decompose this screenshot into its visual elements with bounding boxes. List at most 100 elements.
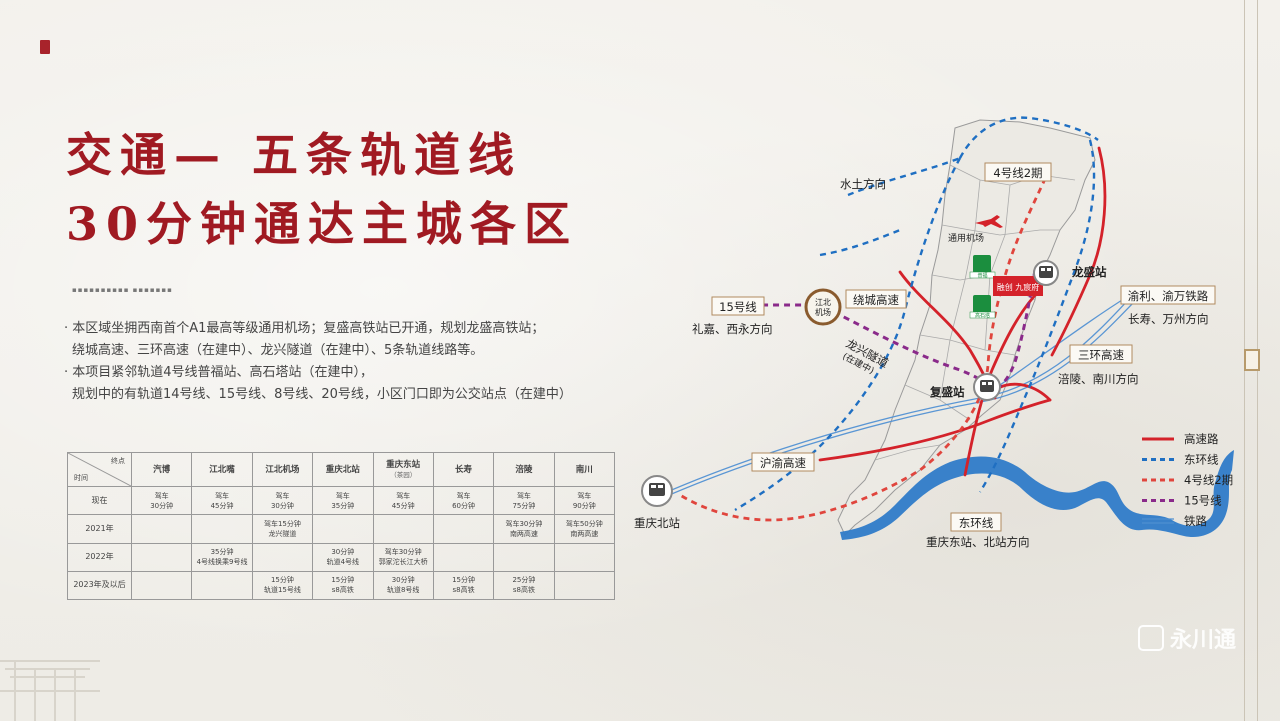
table-cell: 驾车50分钟南两高速 [553, 514, 616, 544]
legend-label: 4号线2期 [1184, 473, 1233, 487]
watermark-text: 永川通 [1169, 628, 1236, 653]
table-cell-line: 15分钟 [331, 576, 355, 585]
table-cell [130, 514, 193, 544]
table-cell [553, 570, 616, 601]
label-box-third-ring: 三环高速 [1069, 344, 1133, 364]
table-cell-line: 30分钟 [150, 501, 174, 510]
label-box-huyu: 沪渝高速 [751, 452, 815, 472]
legend-item: 4号线2期 [1142, 473, 1233, 487]
label-box-ring-expressway: 绕城高速 [845, 289, 907, 309]
table-row-label: 2023年及以后 [67, 570, 132, 601]
fusheng-station-label: 复盛站 [929, 385, 965, 399]
longsheng-station-label: 龙盛站 [1071, 265, 1107, 279]
table-cell-line: 驾车30分钟 [384, 548, 422, 557]
legend-item: 铁路 [1142, 514, 1207, 528]
table-cell [432, 542, 495, 572]
table-header-cell: 长寿 [432, 452, 495, 487]
district-outline [837, 119, 1096, 536]
table-header-cell: 涪陵 [493, 452, 555, 487]
table-cell-line: 30分钟 [270, 501, 294, 510]
table-cell [553, 542, 616, 572]
project-marker: 融创 九宸府 [993, 276, 1043, 296]
chongqing-north-label: 重庆北站 [634, 516, 680, 530]
table-row-label: 2021年 [67, 514, 132, 544]
table-cell-line: 35分钟 [331, 501, 355, 510]
table-cell-line: 15分钟 [270, 576, 294, 585]
corner-time-label: 时间 [74, 474, 88, 482]
label-box-east-ring: 东环线 [950, 512, 1002, 532]
east-ring-line [734, 116, 1099, 512]
table-header-cell: 重庆北站 [312, 452, 374, 487]
table-row-label: 2022年 [67, 542, 132, 572]
intro-text: · 本区域坐拥西南首个A1最高等级通用机场；复盛高铁站已开通，规划龙盛高铁站； … [64, 318, 584, 406]
page-title-line-1: 交通— 五条轨道线 [66, 128, 523, 182]
watermark-logo-icon [1137, 625, 1164, 651]
fusheng-station-icon [973, 373, 1001, 401]
corner-destination-label: 终点 [111, 457, 125, 465]
table-cell [130, 542, 193, 572]
table-cell-line: 35分钟 [210, 548, 234, 557]
table-cell-line: 驾车 [335, 491, 350, 500]
table-header-cell: 重庆东站（茶园） [372, 452, 434, 487]
header-note: （茶园） [390, 470, 417, 479]
yuli-railway-label: 渝利、渝万铁路 [1128, 289, 1209, 303]
table-cell-line: 45分钟 [210, 501, 234, 510]
third-ring-label: 三环高速 [1078, 348, 1124, 362]
table-row: 2021年 驾车15分钟龙兴隧道 驾车30分钟南两高速驾车50分钟南两高速 [67, 514, 616, 544]
table-cell: 驾车30分钟南两高速 [493, 514, 555, 544]
station-badge-gaoshita: 高石塔 [969, 295, 996, 319]
table-cell [493, 542, 555, 572]
label-box-line4-phase2: 4号线2期 [984, 162, 1052, 182]
project-name: 融创 九宸府 [997, 282, 1040, 292]
ring-expressway-label: 绕城高速 [853, 293, 899, 307]
table-cell-line: 驾车 [516, 491, 531, 500]
table-cell: 驾车15分钟龙兴隧道 [251, 514, 314, 544]
legend-label: 高速路 [1184, 432, 1219, 446]
intro-bullet-1b: 绕城高速、三环高速（在建中）、龙兴隧道（在建中）、5条轨道线路等。 [72, 343, 484, 358]
table-cell-line: 90分钟 [572, 501, 596, 510]
legend-item: 高速路 [1142, 432, 1219, 446]
chongqing-north-station-icon [641, 475, 673, 507]
decorative-subtitle: ▪▪▪▪▪▪▪▪▪▪ ▪▪▪▪▪▪▪ [72, 286, 173, 294]
changshou-direction-label: 长寿、万州方向 [1128, 312, 1209, 326]
legend-item: 15号线 [1142, 494, 1222, 508]
intro-bullet-2a: · 本项目紧邻轨道4号线普福站、高石塔站（在建中）， [64, 365, 374, 380]
table-cell-line: 郭家沱长江大桥 [378, 558, 428, 567]
table-cell-line: 驾车 [154, 491, 169, 500]
general-airport-label: 通用机场 [948, 232, 984, 244]
watermark: 永川通 [1137, 624, 1236, 653]
table-cell-line: 15分钟 [452, 576, 476, 585]
transport-map: 普福 高石塔 融创 九宸府 江北 [620, 100, 1240, 570]
table-cell-line: 轨道4号线 [326, 558, 360, 567]
legend-label: 东环线 [1184, 453, 1219, 467]
line4-phase2 [679, 167, 1052, 522]
table-header-cell: 江北机场 [251, 452, 314, 487]
lijia-direction-label: 礼嘉、西永方向 [692, 322, 773, 336]
table-cell-line: 30分钟 [391, 576, 415, 585]
jiangbei-airport-label-1: 江北 [815, 298, 831, 307]
station-label-gaoshita: 高石塔 [975, 312, 990, 319]
cq-east-direction-label: 重庆东站、北站方向 [926, 535, 1030, 549]
table-cell-line: 60分钟 [452, 501, 476, 510]
legend-label: 铁路 [1184, 514, 1207, 528]
station-badge-pufu: 普福 [969, 255, 996, 279]
table-cell-line: 驾车 [275, 491, 290, 500]
table-cell-line: 驾车30分钟 [505, 519, 543, 528]
page-title-line-2: 30分钟通达主城各区 [66, 197, 579, 251]
table-cell [432, 514, 495, 544]
table-cell-line: 30分钟 [331, 548, 355, 557]
brand-seal-logo [40, 40, 50, 54]
table-corner-cell: 终点 时间 [67, 452, 132, 487]
shuitu-direction-label: 水土方向 [840, 177, 886, 191]
intro-bullet-2b: 规划中的有轨道14号线、15号线、8号线、20号线，小区门口即为公交站点（在建中… [72, 387, 572, 402]
table-cell-line: 25分钟 [512, 576, 536, 585]
